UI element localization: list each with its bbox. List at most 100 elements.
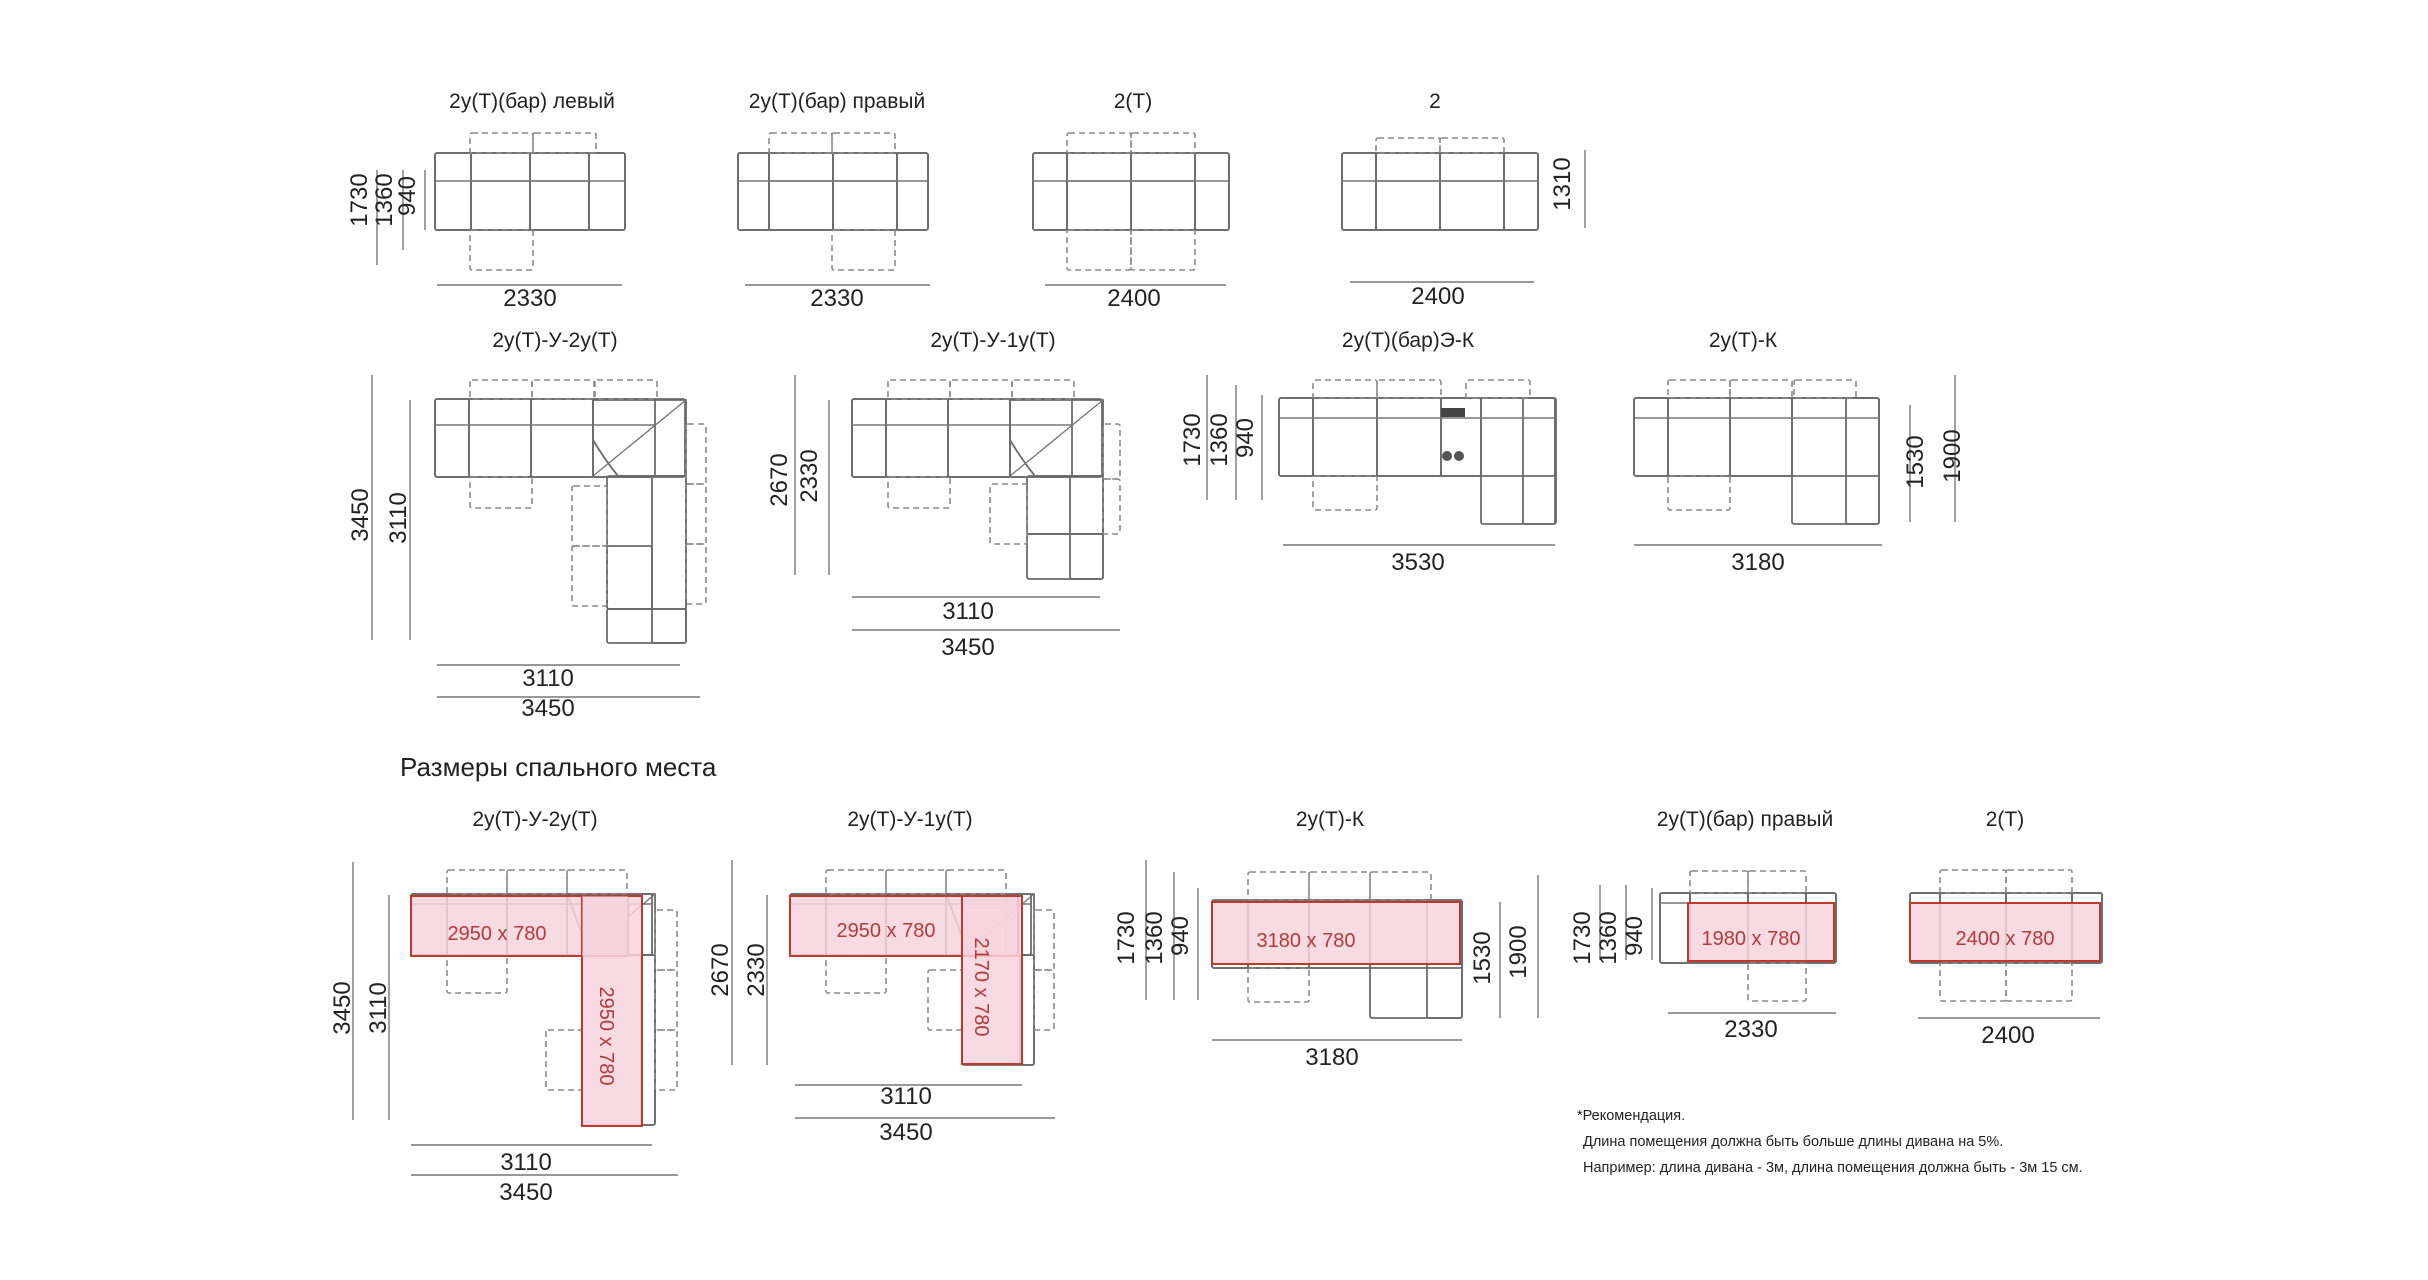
title-bot-4: 2у(Т)(бар) правый [1657, 808, 1833, 831]
extended-seat [469, 379, 533, 400]
seat-cushion [468, 398, 532, 478]
seat-cushion [530, 398, 594, 478]
extended-seat [825, 954, 887, 994]
seat-cushion [1009, 398, 1073, 478]
dim-bot-2-ho: 2670 [707, 943, 734, 996]
sleep-bot-1-v: 2950 x 780 [595, 987, 617, 1086]
title-bot-3: 2у(Т)-К [1296, 808, 1365, 831]
sleep-bot-4: 1980 x 780 [1702, 928, 1801, 950]
extended-seat [1369, 871, 1432, 901]
extended-seat [1689, 870, 1749, 894]
extended-seat [685, 543, 707, 605]
dim-bot-1-wo: 3450 [499, 1179, 552, 1206]
sleeping-area [1909, 902, 2101, 962]
extended-seat [1130, 132, 1196, 154]
dim-mid-4-h2: 1900 [1939, 429, 1966, 482]
extended-seat [1102, 423, 1121, 480]
dim-bot-4-h2: 1360 [1595, 911, 1622, 964]
extended-seat [1439, 137, 1505, 154]
dim-top-1-w: 2330 [503, 285, 556, 312]
extended-seat [1102, 478, 1121, 535]
seat-cushion [1376, 397, 1442, 477]
extended-seat [1130, 229, 1196, 271]
sleeping-area-vertical [961, 895, 1023, 1065]
extended-seat [566, 869, 628, 895]
seat-cushion [1312, 397, 1378, 477]
armrest [1032, 152, 1068, 231]
extended-seat [2005, 962, 2073, 1002]
extended-seat [1312, 379, 1378, 399]
bar-display [1441, 408, 1465, 417]
title-mid-1: 2у(Т)-У-2у(Т) [492, 329, 617, 352]
extended-seat [1066, 229, 1132, 271]
sleep-bot-3: 3180 x 780 [1257, 930, 1356, 952]
dim-mid-3-h2: 1360 [1206, 413, 1233, 466]
dim-mid-2-wi: 3110 [942, 598, 994, 625]
bar-knob [1454, 451, 1464, 461]
sofa-frame [434, 398, 686, 478]
extended-seat [989, 483, 1028, 545]
corner-diagonal [1009, 399, 1104, 477]
seat-cushion [592, 398, 656, 478]
dim-top-2-w: 2330 [810, 285, 863, 312]
corner-diagonal [592, 399, 687, 477]
dim-mid-2-wo: 3450 [941, 634, 994, 661]
section-heading: Размеры спального места [400, 752, 717, 782]
title-top-2: 2у(Т)(бар) правый [749, 90, 925, 113]
dim-mid-1-wi: 3110 [522, 665, 574, 692]
sofa-frame [1633, 397, 1880, 477]
extended-seat [1312, 475, 1378, 511]
armrest [1503, 152, 1539, 231]
extended-seat [1747, 962, 1807, 1002]
extended-seat [531, 379, 595, 400]
extended-seat [469, 229, 534, 271]
title-top-1: 2у(Т)(бар) левый [449, 90, 615, 113]
seat-cushion [1729, 397, 1793, 477]
extended-seat [2005, 869, 2073, 894]
backrest [1845, 397, 1880, 525]
armrest [1026, 533, 1104, 580]
dim-bot-3-r2: 1900 [1505, 925, 1532, 978]
armrest [737, 152, 770, 231]
extended-seat [685, 483, 707, 545]
seat-cushion [947, 398, 1011, 478]
extended-seat [887, 476, 951, 509]
extended-seat [685, 423, 707, 485]
extended-seat [532, 132, 597, 154]
footnote-line2: Длина помещения должна быть больше длины… [1583, 1134, 2003, 1150]
extended-seat [506, 869, 568, 895]
extended-seat [885, 869, 947, 895]
dim-top-1-h3: 940 [394, 176, 421, 216]
armrest [1194, 152, 1230, 231]
extended-seat [927, 969, 963, 1031]
dim-mid-3-h3: 940 [1232, 418, 1259, 458]
title-top-4: 2 [1429, 90, 1441, 113]
title-mid-2: 2у(Т)-У-1у(Т) [930, 329, 1055, 352]
sofa-frame [606, 475, 687, 610]
diagram-labels: 2у(Т)(бар) левый 2у(Т)(бар) правый 2(Т) … [329, 90, 2083, 1206]
dim-bot-1-wi: 3110 [500, 1149, 552, 1176]
armrest [1278, 397, 1314, 477]
extended-seat [1011, 379, 1075, 400]
extended-seat [1793, 379, 1857, 399]
armrest [434, 152, 472, 231]
seat-cushion [1667, 397, 1731, 477]
extended-seat [1667, 379, 1731, 399]
title-mid-3: 2у(Т)(бар)Э-К [1342, 329, 1475, 352]
dim-mid-1-wo: 3450 [521, 695, 574, 722]
dim-mid-4-w: 3180 [1731, 549, 1784, 576]
dim-top-1-h2: 1360 [371, 173, 398, 226]
sleep-bot-1-h: 2950 x 780 [448, 923, 547, 945]
armrest [1633, 397, 1669, 477]
extended-seat [1939, 962, 2007, 1002]
extended-seat [1375, 137, 1441, 154]
sofa-frame [851, 398, 1103, 478]
seat-cushion [832, 152, 898, 231]
title-bot-1: 2у(Т)-У-2у(Т) [472, 808, 597, 831]
extended-seat [545, 1029, 583, 1091]
sleep-bot-2-v: 2170 x 780 [970, 938, 992, 1037]
dim-bot-3-h2: 1360 [1141, 911, 1168, 964]
armrest [851, 398, 887, 478]
footnote-line3: Например: длина дивана - 3м, длина помещ… [1583, 1160, 2083, 1176]
extended-seat [654, 1029, 678, 1091]
